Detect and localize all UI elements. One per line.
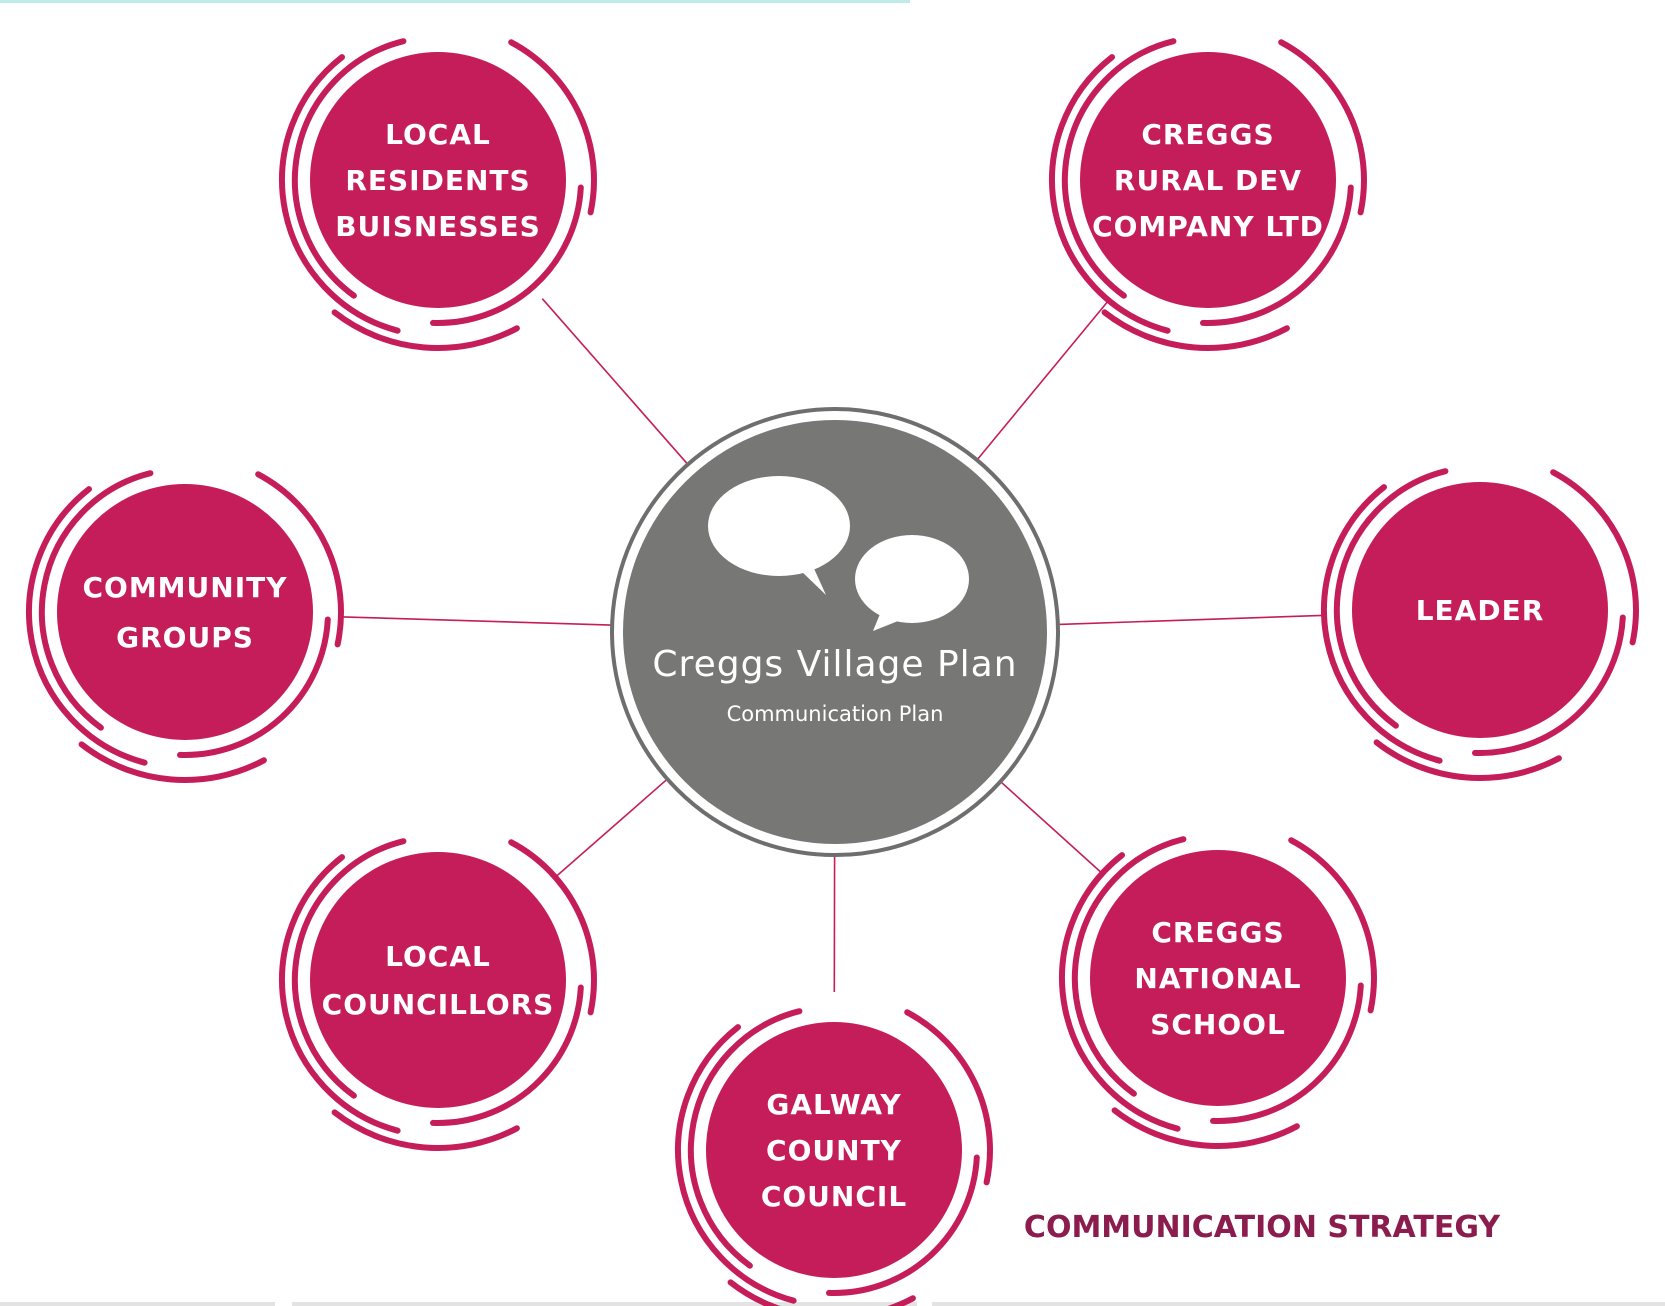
- node-ring-arc: [1210, 982, 1364, 1124]
- node-local-residents: LOCAL RESIDENTS BUISNESSES: [279, 38, 597, 351]
- node-label-line: RURAL DEV: [1114, 164, 1302, 197]
- node-ring-arc: [26, 486, 148, 766]
- node-ring-arc: [78, 741, 267, 783]
- node-ring-arc: [255, 471, 344, 648]
- node-label-line: LOCAL: [385, 118, 491, 151]
- node-ring-arc: [279, 54, 401, 334]
- node-circle: [706, 1022, 962, 1278]
- node-ring-arc: [1071, 836, 1187, 1097]
- node-label-line: BUISNESSES: [335, 210, 541, 243]
- node-ring-arc: [1111, 1107, 1300, 1149]
- bottom-bar-segment: [292, 1302, 917, 1306]
- node-ring-arc: [331, 309, 520, 351]
- node-label-line: NATIONAL: [1134, 962, 1301, 995]
- node-ring-arc: [508, 39, 597, 216]
- node-ring-arc: [430, 184, 584, 326]
- node-circle: [1080, 52, 1336, 308]
- node-ring-arc: [1550, 469, 1639, 646]
- connector-leader: [1058, 614, 1323, 626]
- node-ring-arc: [727, 1279, 916, 1306]
- node-galway-county-council: GALWAY COUNTY COUNCIL: [675, 1008, 993, 1306]
- node-ring-arc: [331, 1109, 520, 1151]
- connector-local-councillors: [556, 779, 668, 877]
- node-ring-arc: [430, 984, 584, 1126]
- node-ring-arc: [508, 839, 597, 1016]
- node-ring-arc: [1200, 184, 1354, 326]
- node-label-line: COMMUNITY: [82, 571, 287, 604]
- node-ring-arc: [1101, 309, 1290, 351]
- node-label-line: SCHOOL: [1150, 1008, 1286, 1041]
- node-ring-arc: [675, 1024, 797, 1304]
- node-ring-arc: [279, 854, 401, 1134]
- node-ring-arc: [177, 616, 331, 758]
- bottom-accent-bars: [0, 1302, 1665, 1306]
- node-ring-arc: [687, 1008, 803, 1269]
- connector-community-groups: [342, 616, 612, 626]
- node-label-line: CREGGS: [1141, 118, 1274, 151]
- node-creggs-national-school: CREGGS NATIONAL SCHOOL: [1059, 836, 1377, 1149]
- node-leader: LEADER: [1321, 468, 1639, 781]
- node-ring-arc: [291, 838, 407, 1099]
- node-ring-arc: [291, 38, 407, 299]
- node-ring-arc: [1373, 739, 1562, 781]
- node-label-line: COUNCIL: [761, 1180, 907, 1213]
- node-local-councillors: LOCAL COUNCILLORS: [279, 838, 597, 1151]
- node-community-groups: COMMUNITY GROUPS: [26, 470, 344, 783]
- node-label-line: LOCAL: [385, 940, 491, 973]
- footer-title: COMMUNICATION STRATEGY: [1024, 1210, 1501, 1245]
- node-ring-arc: [38, 470, 154, 731]
- node-circle: [310, 52, 566, 308]
- node-label-line: GALWAY: [766, 1088, 901, 1121]
- node-ring-arc: [1288, 837, 1377, 1014]
- node-label-line: RESIDENTS: [345, 164, 530, 197]
- bottom-bar-segment: [0, 1302, 275, 1306]
- node-label-line: COUNCILLORS: [322, 988, 555, 1021]
- center-title: Creggs Village Plan: [652, 644, 1017, 685]
- connector-local-residents: [541, 298, 688, 465]
- node-label-line: COMPANY LTD: [1092, 210, 1324, 243]
- node-ring-arc: [1049, 54, 1171, 334]
- bottom-bar-segment: [932, 1302, 1665, 1306]
- connectors: [342, 298, 1323, 993]
- node-creggs-rural-dev: CREGGS RURAL DEV COMPANY LTD: [1049, 38, 1367, 351]
- speech-bubbles-icon: [708, 476, 969, 631]
- center-outer-ring: [610, 407, 1060, 857]
- node-ring-arc: [1321, 484, 1443, 764]
- center-subtitle: Communication Plan: [727, 702, 944, 726]
- node-label-line: COUNTY: [766, 1134, 902, 1167]
- node-ring-arc: [1333, 468, 1449, 729]
- node-circle: [1090, 850, 1346, 1106]
- node-label-line: GROUPS: [116, 621, 254, 654]
- node-label-line: LEADER: [1416, 594, 1545, 627]
- node-ring-arc: [1278, 39, 1367, 216]
- node-circle: [310, 852, 566, 1108]
- node-ring-arc: [904, 1009, 993, 1186]
- node-ring-arc: [1472, 614, 1626, 756]
- node-circle: [1352, 482, 1608, 738]
- node-ring-arc: [1059, 852, 1181, 1132]
- node-ring-arc: [1061, 38, 1177, 299]
- node-label-line: CREGGS: [1151, 916, 1284, 949]
- connector-creggs-rural-dev: [976, 301, 1109, 460]
- node-ring-arc: [826, 1154, 980, 1296]
- center-disc: [623, 420, 1047, 844]
- center-hub: Creggs Village Plan Communication Plan: [610, 407, 1060, 857]
- node-circle: [57, 484, 313, 740]
- connector-creggs-national-school: [1000, 781, 1102, 873]
- top-accent-bar: [0, 0, 910, 3]
